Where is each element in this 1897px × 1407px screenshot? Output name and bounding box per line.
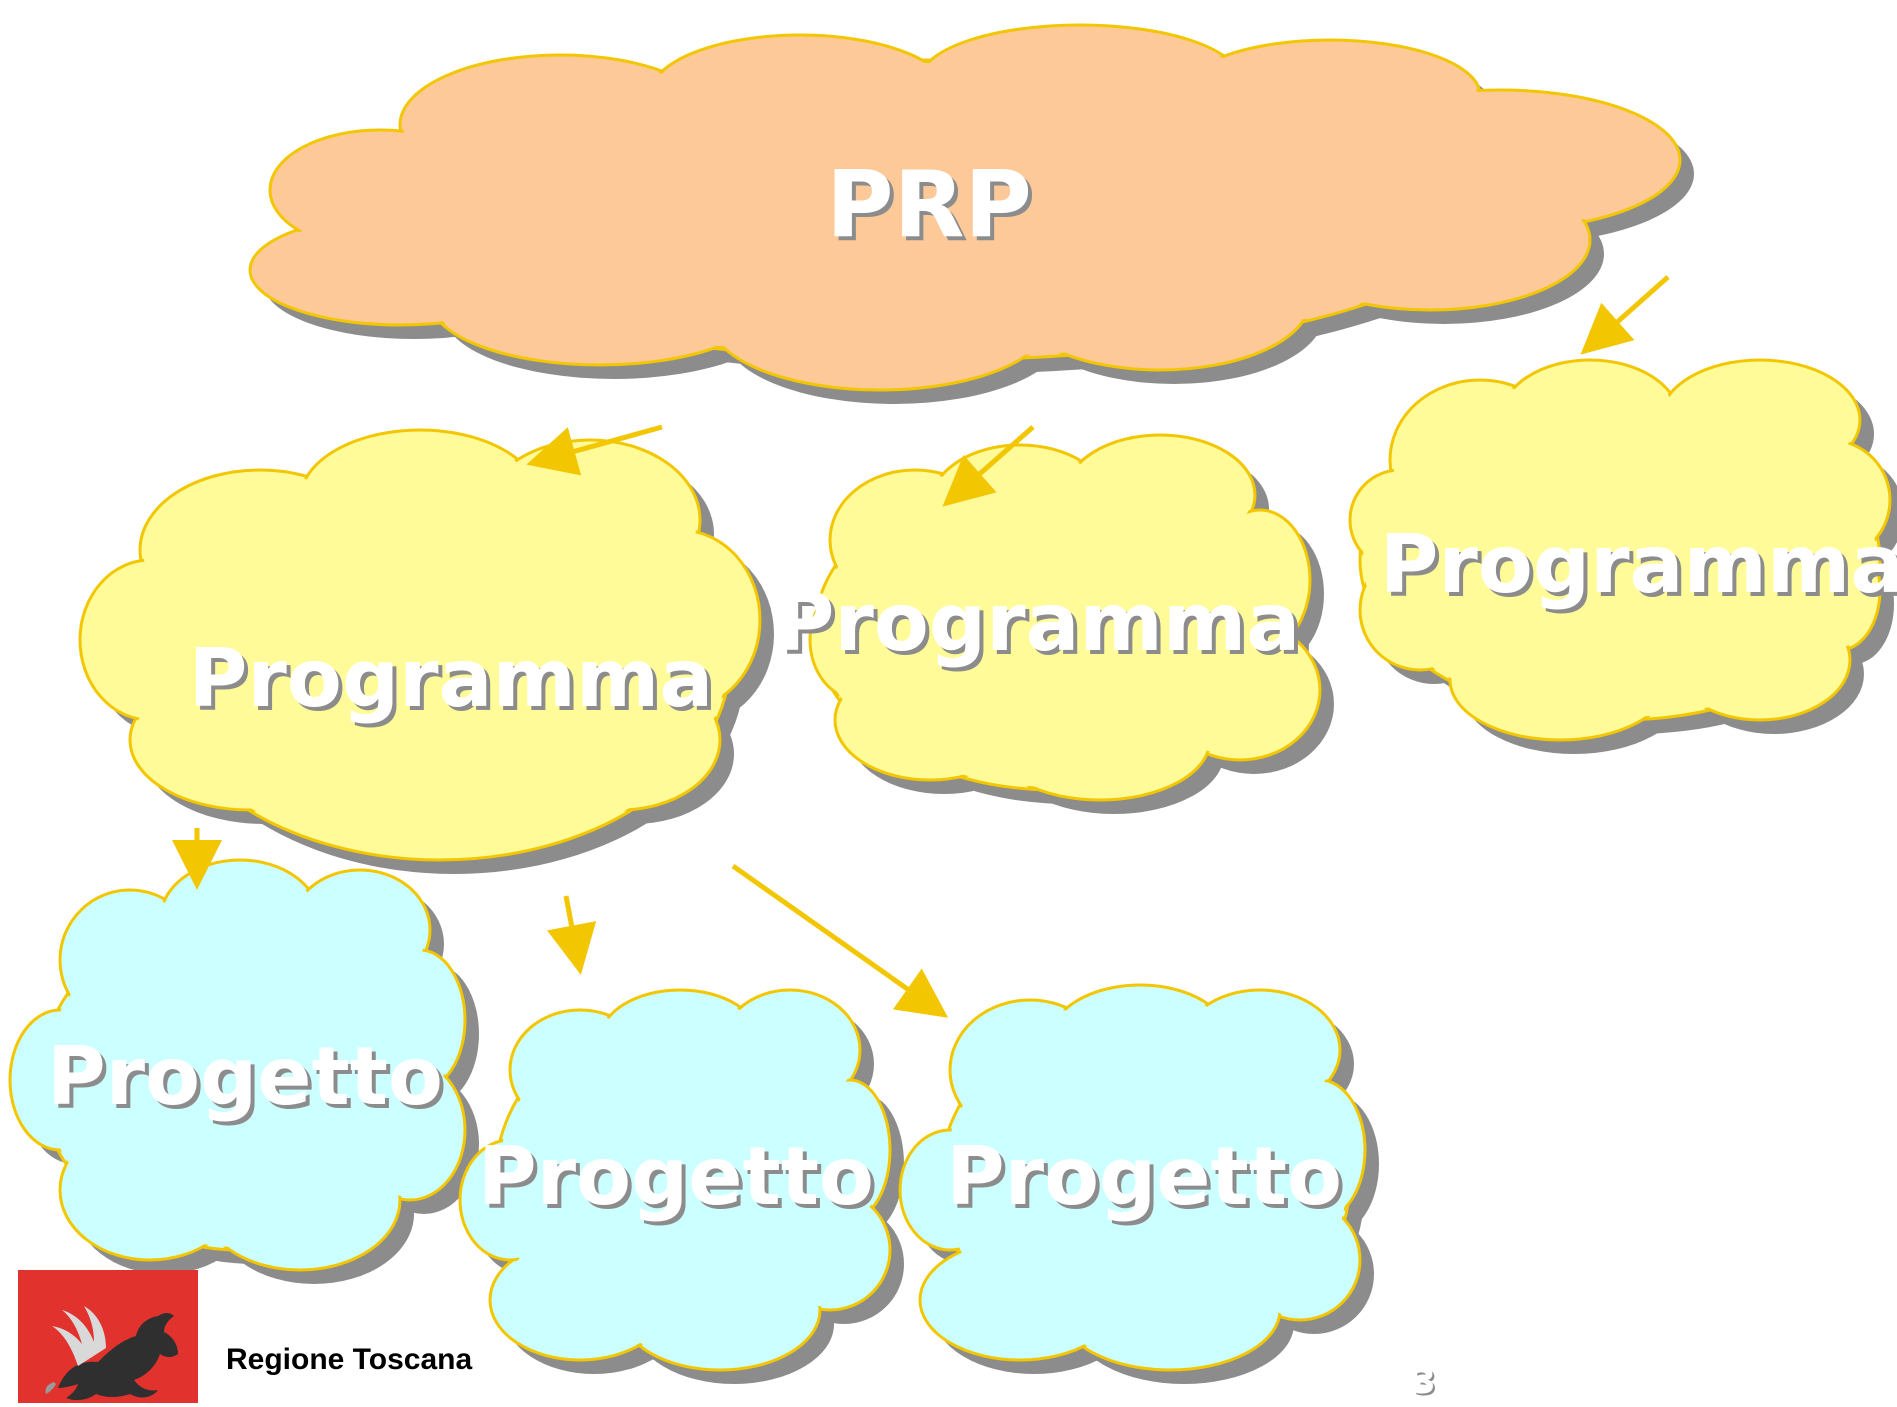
programma-2-label-shadow: Programma [780,580,1304,673]
pegasus-icon [45,1306,178,1401]
connector-arrows [172,275,1670,1018]
programma-2-label: Programma [776,576,1300,669]
progetto-2-label: Progetto [478,1130,874,1223]
arrow-prp-to-programma-3 [1580,275,1670,355]
programma-cloud-3: Programma Programma [1348,358,1897,754]
programma-cloud-1: Programma Programma [78,428,774,874]
progetto-3-label-shadow: Progetto [950,1134,1346,1227]
progetto-1-label: Progetto [47,1030,443,1123]
progetto-cloud-3: Progetto Progetto [898,983,1379,1384]
arrow-programma-to-progetto-3 [731,863,949,1018]
organization-name: Regione Toscana [226,1343,473,1376]
programma-cloud-2: Programma Programma [776,433,1334,814]
page-number: 3 [1412,1362,1436,1402]
programma-1-label: Programma [189,632,713,725]
prp-label-shadow: PRP [830,155,1036,262]
programma-3-label: Programma [1380,518,1897,611]
progetto-cloud-1: Progetto Progetto [8,858,479,1284]
arrow-programma-to-progetto-2 [547,895,597,975]
progetto-2-label-shadow: Progetto [482,1134,878,1227]
prp-label: PRP [826,151,1032,258]
arrow-prp-to-programma-2 [942,425,1035,507]
arrow-prp-to-programma-1 [526,424,663,476]
progetto-1-label-shadow: Progetto [51,1034,447,1127]
regione-toscana-logo [18,1270,198,1403]
programma-1-label-shadow: Programma [193,636,717,729]
progetto-cloud-2: Progetto Progetto [458,988,904,1384]
programma-3-label-shadow: Programma [1384,522,1897,615]
progetto-3-label: Progetto [946,1130,1342,1223]
prp-cloud: PRP PRP [248,23,1694,404]
